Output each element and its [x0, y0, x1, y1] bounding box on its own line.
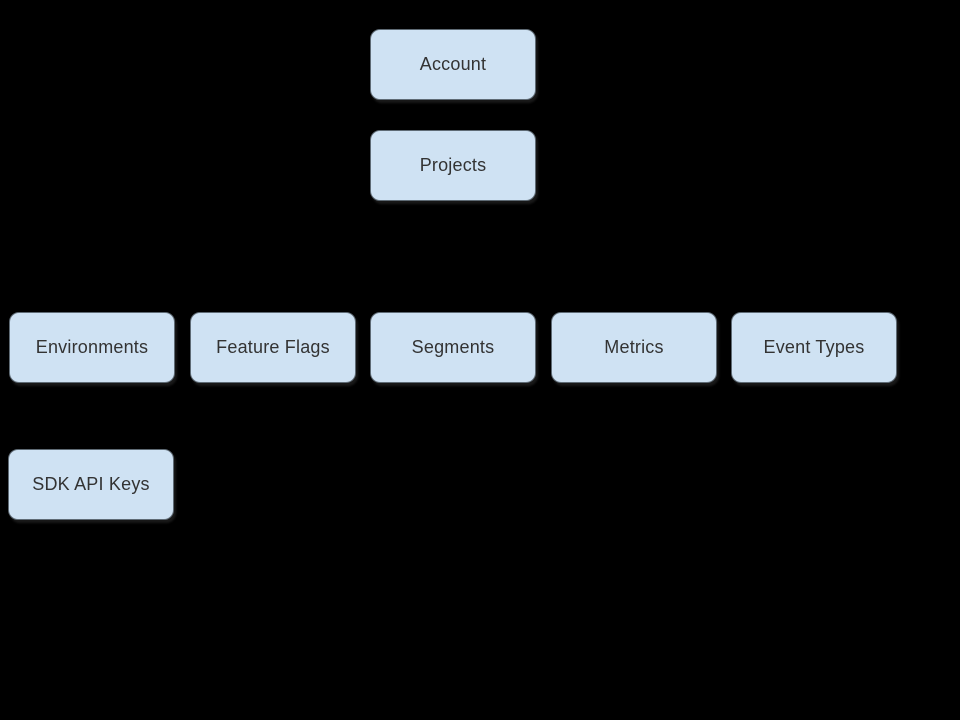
node-metrics: Metrics: [551, 312, 717, 383]
node-account: Account: [370, 29, 536, 100]
node-environments: Environments: [9, 312, 175, 383]
node-sdk-api-keys: SDK API Keys: [8, 449, 174, 520]
node-segments-label: Segments: [411, 337, 495, 357]
node-environments-label: Environments: [35, 337, 149, 357]
node-metrics-label: Metrics: [604, 337, 664, 357]
node-event-types-label: Event Types: [763, 337, 865, 357]
node-sdk-api-keys-label: SDK API Keys: [32, 474, 150, 494]
node-projects-label: Projects: [419, 155, 487, 175]
node-projects: Projects: [370, 130, 536, 201]
node-feature-flags-label: Feature Flags: [216, 337, 330, 357]
node-event-types: Event Types: [731, 312, 897, 383]
node-feature-flags: Feature Flags: [190, 312, 356, 383]
node-segments: Segments: [370, 312, 536, 383]
node-account-label: Account: [419, 54, 487, 74]
